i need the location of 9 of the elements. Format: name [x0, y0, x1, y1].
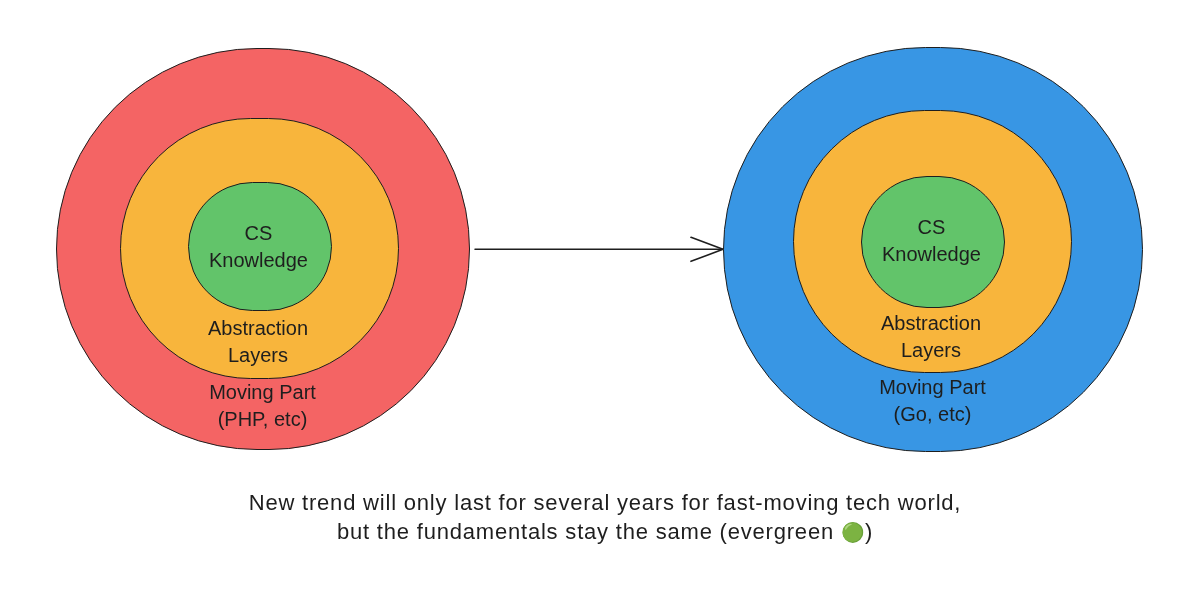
arrow — [474, 236, 724, 263]
ring-label: CS Knowledge — [208, 220, 309, 273]
ring-label: Abstraction Layers — [879, 311, 983, 363]
ring-label: Moving Part (PHP, etc) — [208, 379, 317, 432]
ring-label: CS Knowledge — [881, 214, 982, 267]
circle-icon: 🟢 — [840, 523, 865, 543]
ring-label: Moving Part (Go, etc) — [878, 374, 987, 427]
ring-label: Abstraction Layers — [206, 316, 310, 368]
caption: New trend will only last for several years for fast-moving tech world, but the fundamentals stay the same (evergreen 🟢) — [247, 489, 963, 546]
